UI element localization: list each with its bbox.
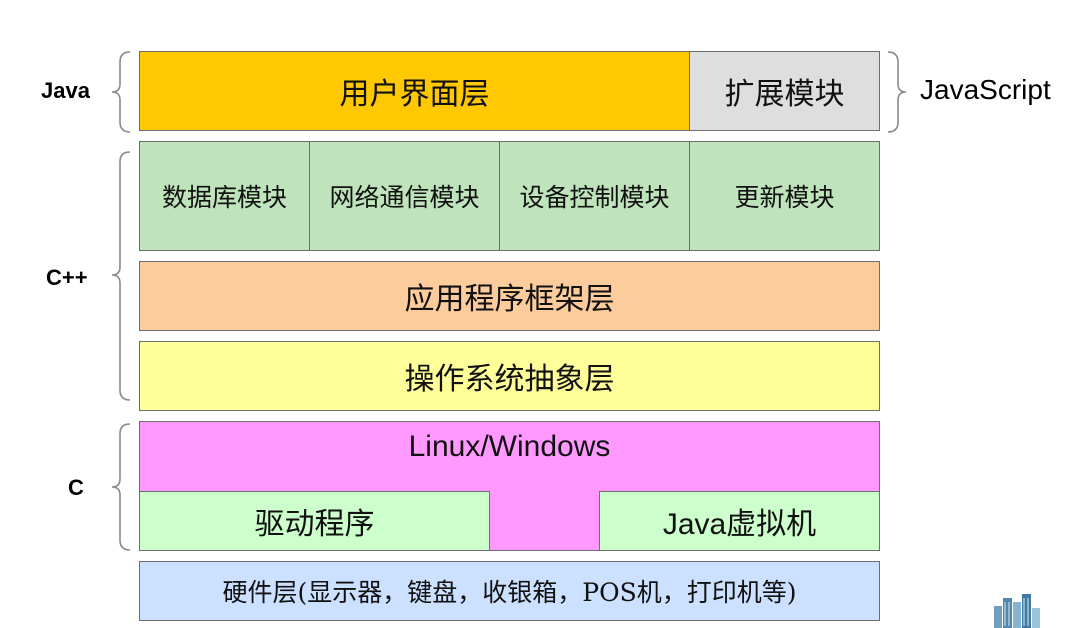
driver-layer: 驱动程序 bbox=[139, 491, 490, 551]
brace-cpp bbox=[111, 151, 131, 401]
module-device-control: 设备控制模块 bbox=[499, 141, 690, 251]
os-layer-label: Linux/Windows bbox=[408, 430, 611, 463]
hardware-layer: 硬件层(显示器，键盘，收银箱，POS机，打印机等) bbox=[139, 561, 880, 621]
building-icon bbox=[994, 594, 1040, 628]
brace-java bbox=[111, 51, 131, 133]
brace-javascript bbox=[887, 51, 907, 133]
os-abstraction-layer: 操作系统抽象层 bbox=[139, 341, 880, 411]
label-java: Java bbox=[41, 78, 90, 103]
label-javascript: JavaScript bbox=[920, 74, 1051, 105]
app-framework-layer: 应用程序框架层 bbox=[139, 261, 880, 331]
ui-layer: 用户界面层 bbox=[139, 51, 690, 131]
module-database: 数据库模块 bbox=[139, 141, 310, 251]
label-cpp: C++ bbox=[46, 265, 88, 290]
module-network: 网络通信模块 bbox=[309, 141, 500, 251]
brace-c bbox=[111, 423, 131, 551]
extension-module: 扩展模块 bbox=[689, 51, 880, 131]
label-c: C bbox=[68, 475, 84, 500]
module-update: 更新模块 bbox=[689, 141, 880, 251]
jvm-layer: Java虚拟机 bbox=[599, 491, 880, 551]
